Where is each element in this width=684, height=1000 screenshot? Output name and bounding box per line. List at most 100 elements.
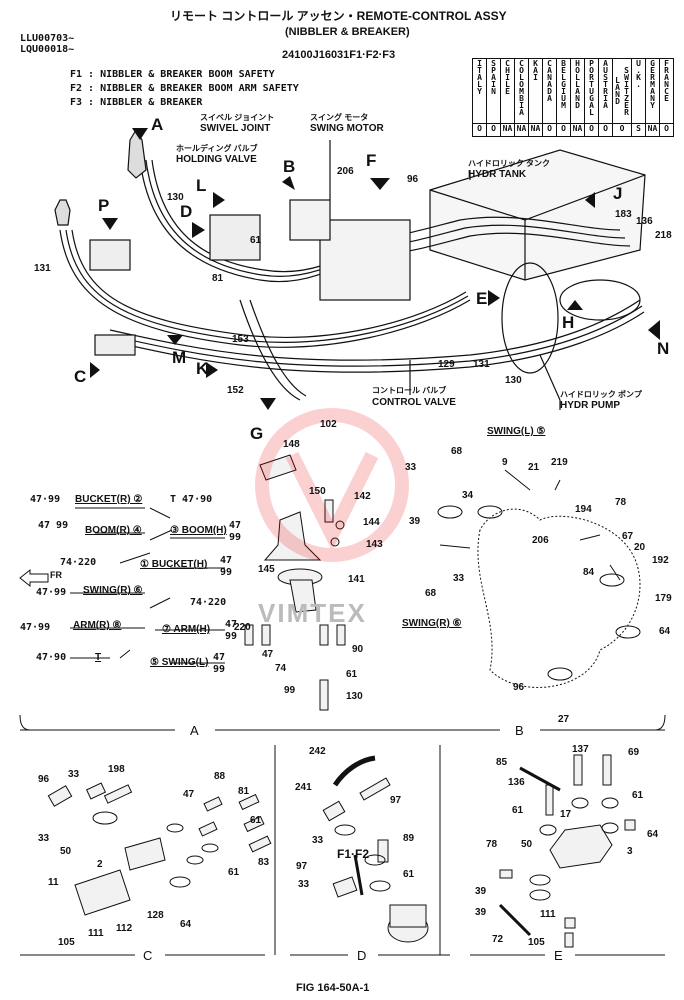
pattern-row1-left: 47·99 bbox=[30, 494, 61, 505]
arrow-h-label: H bbox=[562, 313, 575, 332]
part-102: 102 bbox=[320, 419, 337, 430]
swivel-joint-jp: スイベル ジョイント bbox=[200, 113, 275, 122]
part-183: 183 bbox=[615, 209, 632, 220]
c-part-64: 64 bbox=[180, 919, 192, 930]
part-99: 99 bbox=[284, 685, 296, 696]
section-d-label: D bbox=[357, 948, 367, 963]
arrow-d-label: D bbox=[180, 202, 193, 221]
c-part-128: 128 bbox=[147, 910, 164, 921]
part-39: 39 bbox=[409, 516, 421, 527]
part-90: 90 bbox=[352, 644, 364, 655]
arrow-m-label: M bbox=[172, 348, 187, 367]
d-part-33-b: 33 bbox=[298, 879, 310, 890]
part-142: 142 bbox=[354, 491, 371, 502]
part-136: 136 bbox=[636, 216, 653, 227]
part-153: 153 bbox=[232, 334, 249, 345]
part-206: 206 bbox=[337, 166, 354, 177]
part-81: 81 bbox=[212, 273, 224, 284]
c-part-105: 105 bbox=[58, 937, 75, 948]
part-96: 96 bbox=[407, 174, 419, 185]
c-part-83: 83 bbox=[258, 857, 270, 868]
swing-r-label: SWING(R) ⑥ bbox=[402, 618, 462, 629]
c-part-61-b: 61 bbox=[228, 867, 240, 878]
country-header: FRANCE bbox=[659, 58, 674, 124]
option-f1: F1 : NIBBLER & BREAKER BOOM SAFETY bbox=[70, 69, 275, 80]
arrow-g-label: G bbox=[250, 424, 264, 443]
swivel-joint-label: SWIVEL JOINT bbox=[200, 123, 271, 134]
watermark-logo bbox=[255, 408, 409, 562]
arrow-k-label: K bbox=[196, 359, 209, 378]
figure-number: FIG 164-50A-1 bbox=[296, 982, 370, 994]
part-129: 129 bbox=[438, 359, 455, 370]
part-192: 192 bbox=[652, 555, 669, 566]
hydr-pump-jp: ハイドロリック ポンプ bbox=[560, 390, 642, 399]
e-part-105: 105 bbox=[528, 937, 545, 948]
part-61-lever: 61 bbox=[346, 669, 358, 680]
d-part-33: 33 bbox=[312, 835, 324, 846]
c-part-198: 198 bbox=[108, 764, 125, 775]
c-part-33: 33 bbox=[68, 769, 80, 780]
part-145: 145 bbox=[258, 564, 275, 575]
part-148: 148 bbox=[283, 439, 300, 450]
e-part-72: 72 bbox=[492, 934, 504, 945]
part-34: 34 bbox=[462, 490, 474, 501]
section-a-label: A bbox=[190, 723, 199, 738]
d-part-97: 97 bbox=[390, 795, 402, 806]
hydr-pump-label: HYDR PUMP bbox=[560, 400, 621, 411]
pattern-row2-label: BOOM(R) ④ bbox=[85, 525, 142, 536]
pattern-row5-right-num: 47 99 bbox=[225, 619, 238, 642]
e-part-50: 50 bbox=[521, 839, 533, 850]
c-part-112: 112 bbox=[116, 923, 133, 934]
e-part-3: 3 bbox=[627, 846, 633, 857]
pattern-row5-left: 47·99 bbox=[20, 622, 51, 633]
part-130: 130 bbox=[167, 192, 184, 203]
e-part-17: 17 bbox=[560, 809, 572, 820]
pattern-row4-right-num: 74·220 bbox=[190, 597, 227, 608]
holding-valve-jp: ホールディング バルブ bbox=[176, 144, 258, 153]
country-value: O bbox=[472, 123, 487, 137]
part-130-lever: 130 bbox=[346, 691, 363, 702]
c-part-50: 50 bbox=[60, 846, 72, 857]
pattern-row3-right: ① BUCKET(H) bbox=[140, 559, 208, 570]
part-206-b: 206 bbox=[532, 535, 549, 546]
pattern-row4-left: 47·99 bbox=[36, 587, 67, 598]
part-33-b: 33 bbox=[453, 573, 465, 584]
arrow-b-label: B bbox=[283, 157, 296, 176]
fr-label: FR bbox=[50, 570, 62, 580]
control-valve-jp: コントロール バルブ bbox=[372, 386, 447, 395]
part-141: 141 bbox=[348, 574, 365, 585]
country-value: NA bbox=[645, 123, 660, 137]
arrow-l-label: L bbox=[196, 176, 207, 195]
pattern-row6-left: 47·90 bbox=[36, 652, 67, 663]
pattern-row2-right-num: 47 99 bbox=[229, 520, 242, 543]
part-131-b: 131 bbox=[473, 359, 490, 370]
section-e-label: E bbox=[554, 948, 563, 963]
part-150: 150 bbox=[309, 486, 326, 497]
d-part-97-b: 97 bbox=[296, 861, 308, 872]
e-part-136: 136 bbox=[508, 777, 525, 788]
part-194: 194 bbox=[575, 504, 592, 515]
arrow-a-label: A bbox=[151, 115, 164, 134]
part-220: 220 bbox=[234, 622, 251, 633]
d-part-241: 241 bbox=[295, 782, 312, 793]
arrow-f-label: F bbox=[366, 151, 377, 170]
part-74: 74 bbox=[275, 663, 287, 674]
hydr-tank-jp: ハイドロリック タンク bbox=[468, 159, 551, 168]
country-value: O bbox=[556, 123, 571, 137]
title-line-1: リモート コントロール アッセン・REMOTE-CONTROL ASSY bbox=[170, 9, 507, 23]
d-part-89: 89 bbox=[403, 833, 415, 844]
arrow-e-label: E bbox=[476, 289, 488, 308]
pattern-row3-right-num: 47 99 bbox=[220, 555, 233, 578]
pattern-row6-right: ⑤ SWING(L) bbox=[150, 657, 209, 668]
e-part-85: 85 bbox=[496, 757, 508, 768]
swing-motor-jp: スイング モータ bbox=[310, 113, 369, 122]
pattern-row5-label: ARM(R) ⑧ bbox=[73, 620, 122, 631]
part-84: 84 bbox=[583, 567, 595, 578]
c-part-96: 96 bbox=[38, 774, 50, 785]
part-78: 78 bbox=[615, 497, 627, 508]
part-27: 27 bbox=[558, 714, 570, 725]
e-part-78: 78 bbox=[486, 839, 498, 850]
c-part-47: 47 bbox=[183, 789, 195, 800]
